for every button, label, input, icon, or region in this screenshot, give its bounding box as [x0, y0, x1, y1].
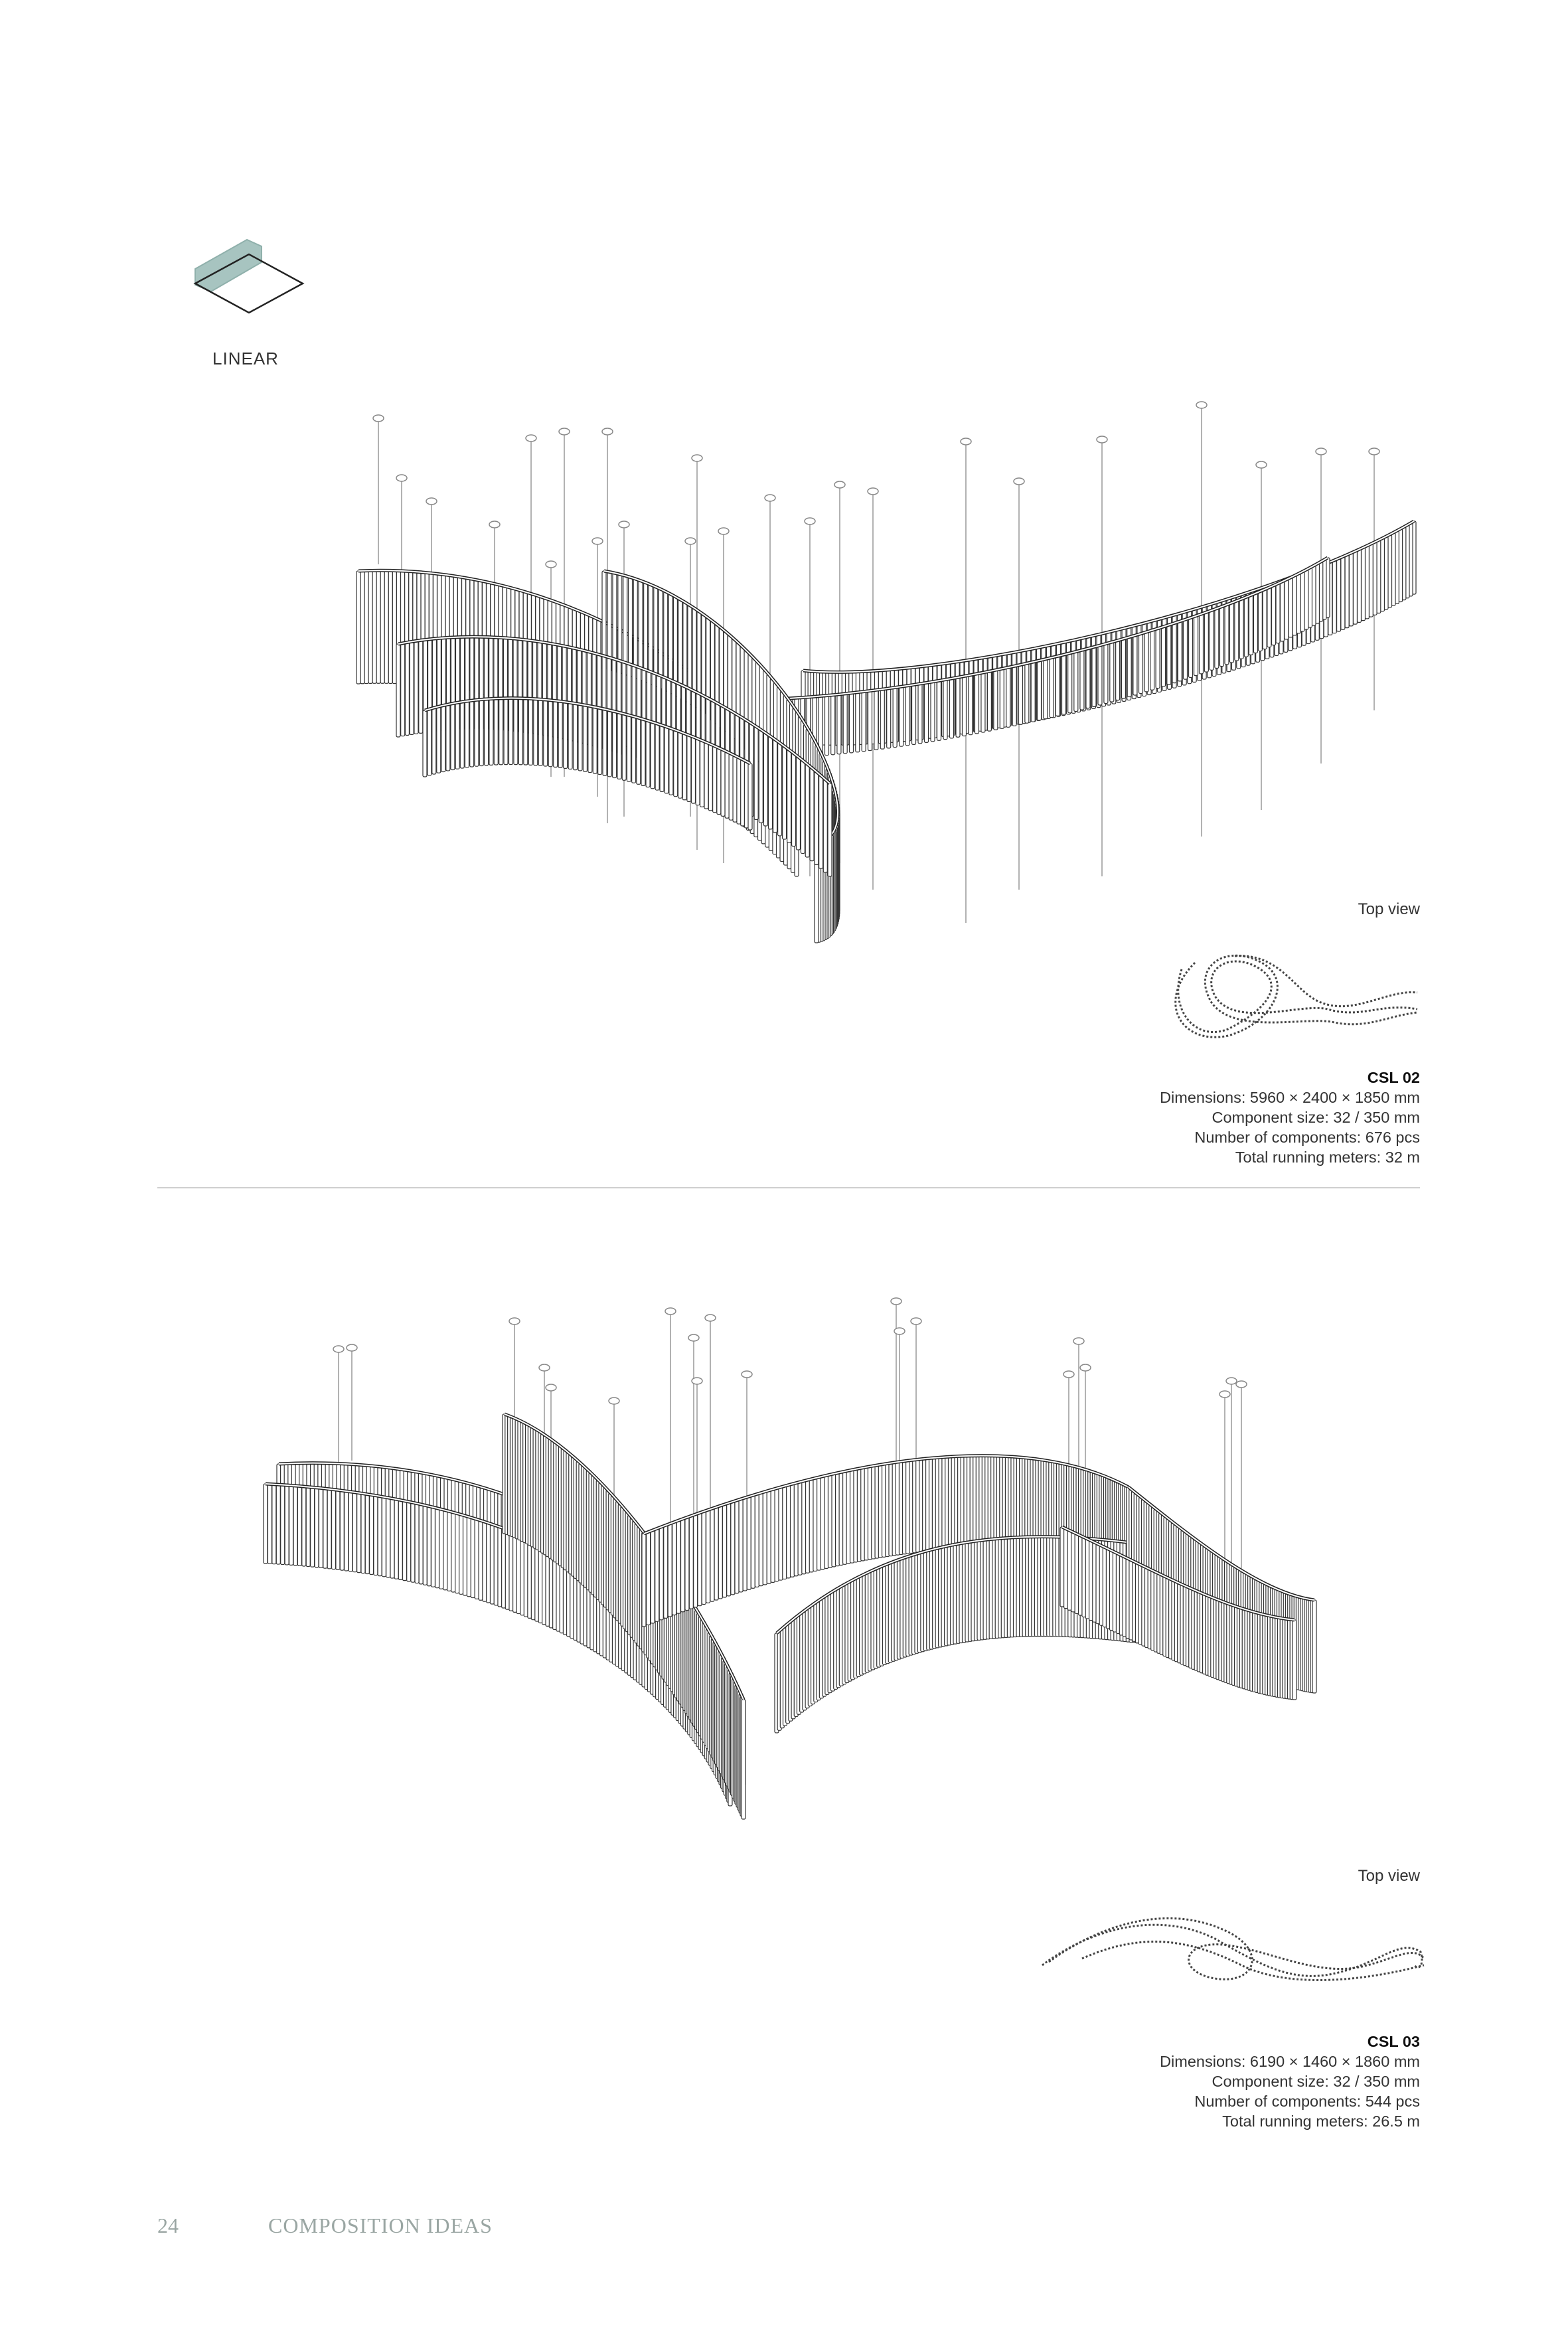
spec-component-size: Component size: 32 / 350 mm — [1212, 2073, 1421, 2090]
spec-running-meters: Total running meters: 26.5 m — [1222, 2113, 1420, 2130]
spec-block-csl03: CSL 03 Dimensions: 6190 × 1460 × 1860 mm… — [1160, 2032, 1420, 2131]
chandelier-illustration-csl03 — [263, 1297, 1317, 1820]
spec-block-csl02: CSL 02 Dimensions: 5960 × 2400 × 1850 mm… — [1160, 1068, 1420, 1167]
top-view-label: Top view — [1358, 1867, 1420, 1885]
spec-component-size: Component size: 32 / 350 mm — [1212, 1109, 1421, 1126]
spec-running-meters: Total running meters: 32 m — [1235, 1149, 1420, 1166]
section-divider — [157, 1187, 1420, 1188]
top-view-diagram-csl02 — [1174, 954, 1418, 1038]
spec-number-of-components: Number of components: 544 pcs — [1194, 2093, 1420, 2110]
composition-code: CSL 02 — [1367, 1069, 1420, 1086]
category-label: LINEAR — [212, 349, 279, 368]
section-title: COMPOSITION IDEAS — [268, 2213, 493, 2237]
top-view-diagram-csl03 — [1042, 1917, 1425, 1981]
chandelier-illustration-csl02 — [356, 401, 1417, 943]
spec-dimensions: Dimensions: 5960 × 2400 × 1850 mm — [1160, 1089, 1420, 1106]
composition-code: CSL 03 — [1367, 2033, 1420, 2050]
page-number: 24 — [157, 2213, 179, 2237]
spec-dimensions: Dimensions: 6190 × 1460 × 1860 mm — [1160, 2053, 1420, 2070]
linear-module-icon — [193, 238, 305, 314]
spec-number-of-components: Number of components: 676 pcs — [1194, 1129, 1420, 1146]
top-view-label: Top view — [1358, 900, 1420, 918]
